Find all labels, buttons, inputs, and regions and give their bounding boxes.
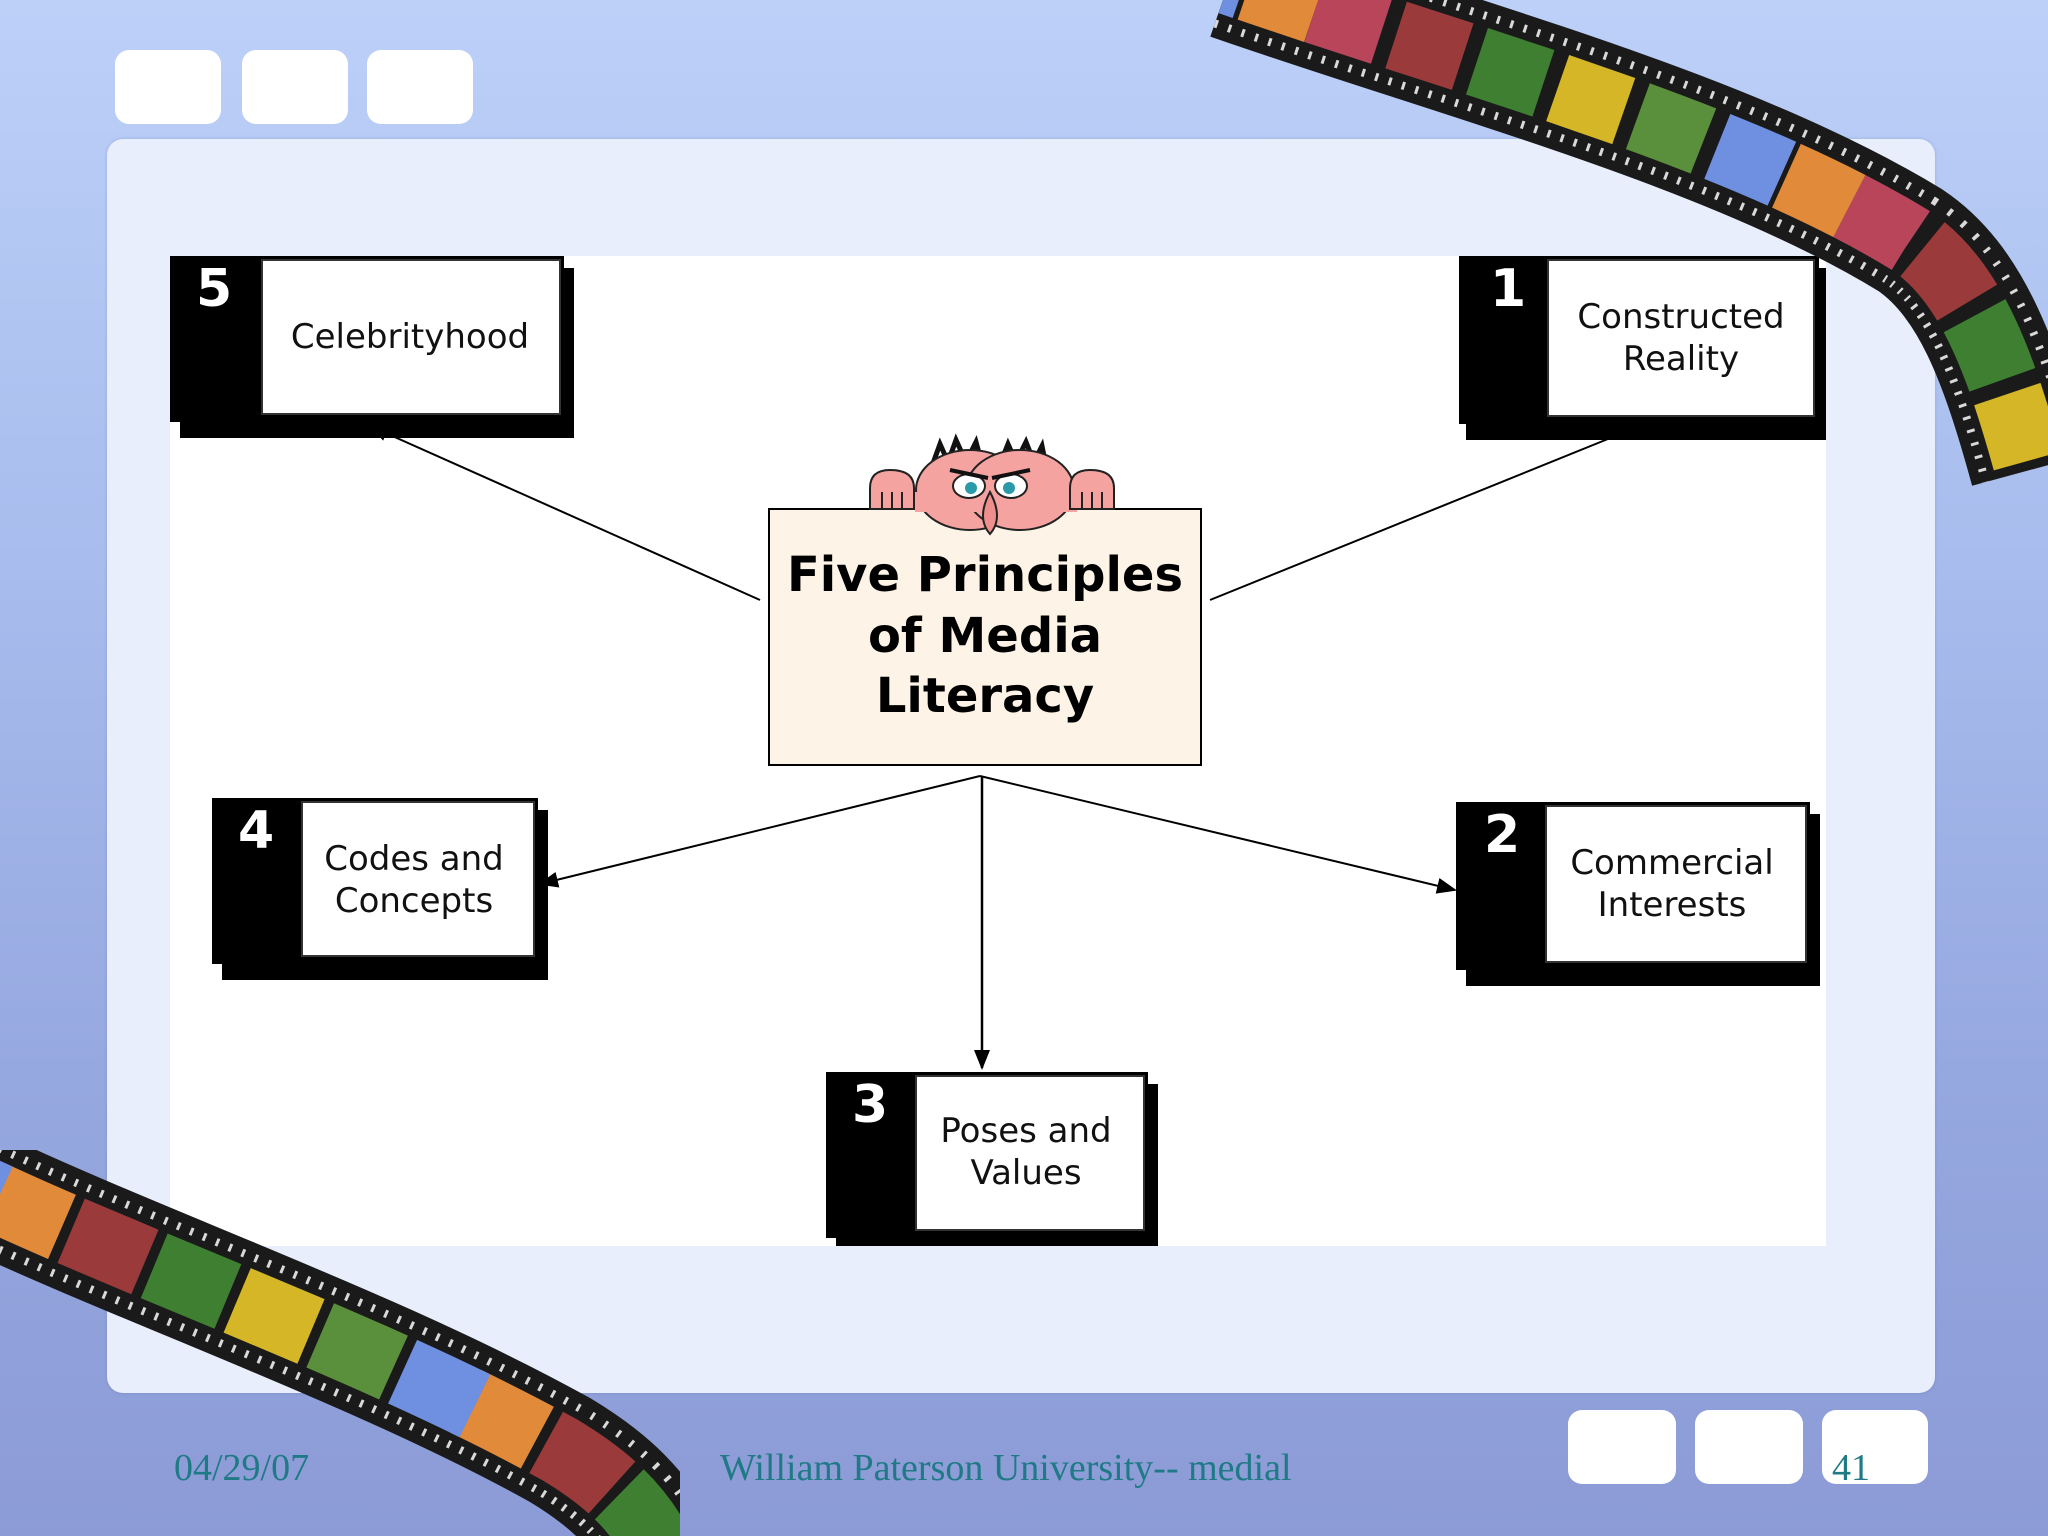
bottom-tab-1 (1568, 1410, 1676, 1484)
diagram-canvas: Five Principles of Media Literacy (170, 256, 1826, 1246)
principle-5-number: 5 (196, 259, 232, 319)
bottom-tab-3 (1822, 1410, 1928, 1484)
arrow-to-celebrityhood (368, 425, 761, 601)
arrow-to-constructed-reality (1209, 425, 1642, 601)
principle-2-label-line-2: Interests (1598, 885, 1747, 925)
principle-5-label: Celebrityhood (291, 317, 529, 357)
center-title-line-3: Literacy (876, 668, 1094, 724)
arrow-to-commercial-interests (979, 775, 1457, 894)
principle-2-box: 2 Commercial Interests (1456, 802, 1820, 986)
principle-3-label-line-1: Poses and (940, 1111, 1111, 1151)
bottom-tab-2 (1695, 1410, 1803, 1484)
principle-2-label-line-1: Commercial (1570, 843, 1773, 883)
top-tab-2 (242, 50, 348, 124)
principle-1-number: 1 (1490, 259, 1526, 319)
film-strip-bottom-left (0, 1150, 680, 1536)
arrow-to-codes-and-concepts (538, 775, 981, 888)
top-tab-1 (115, 50, 221, 124)
principle-2-number: 2 (1484, 805, 1520, 865)
media-literacy-diagram: Five Principles of Media Literacy (170, 256, 1826, 1246)
center-title-line-2: of Media (868, 608, 1102, 664)
principle-3-number: 3 (852, 1075, 888, 1135)
footer-page-number: 41 (1832, 1447, 1870, 1489)
footer-center-text: William Paterson University-- medial (720, 1447, 1292, 1489)
principle-1-label-line-2: Reality (1623, 339, 1739, 379)
film-strip-top-right (1210, 0, 2048, 486)
peeking-character-icon (869, 433, 1115, 536)
principle-3-label-line-2: Values (970, 1153, 1081, 1193)
top-tab-3 (367, 50, 473, 124)
principle-5-box: 5 Celebrityhood (170, 256, 574, 438)
principle-4-box: 4 Codes and Concepts (212, 798, 548, 980)
center-title-line-1: Five Principles (787, 547, 1183, 603)
footer-date: 04/29/07 (174, 1447, 310, 1489)
center-box (768, 508, 1202, 766)
principle-4-number: 4 (238, 801, 274, 861)
principle-3-box: 3 Poses and Values (826, 1072, 1158, 1246)
principle-1-box: 1 Constructed Reality (1459, 256, 1826, 440)
principle-1-label-line-1: Constructed (1577, 297, 1784, 337)
principle-4-label-line-1: Codes and (324, 839, 504, 879)
principle-4-label-line-2: Concepts (335, 881, 493, 921)
